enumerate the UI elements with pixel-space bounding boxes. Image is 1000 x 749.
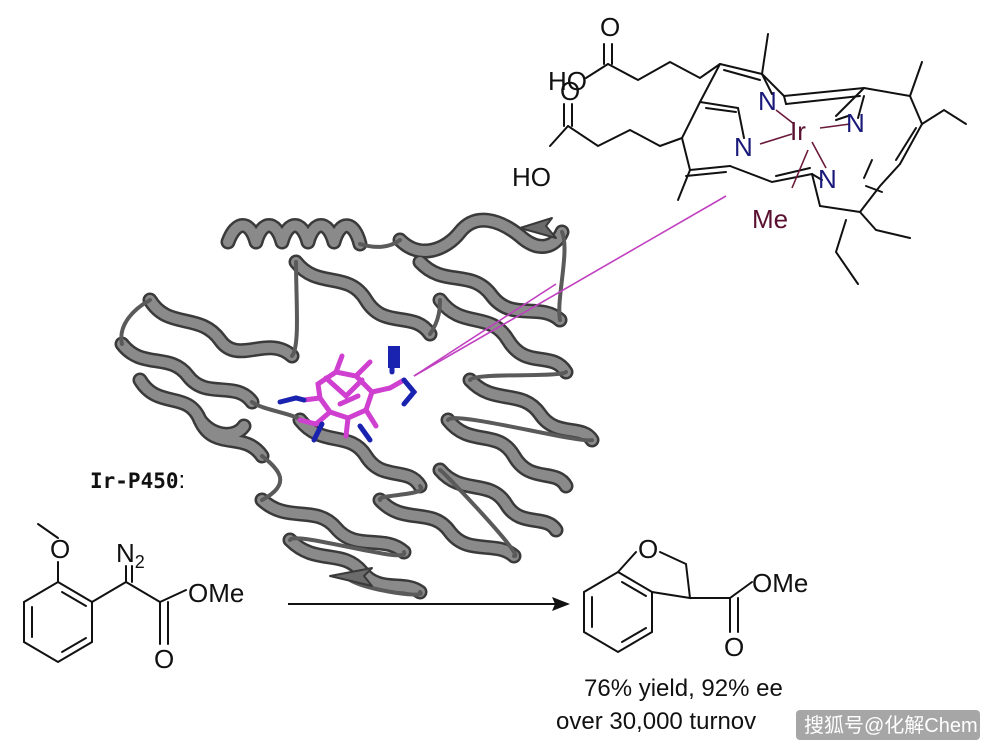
porphyrin-nitrogen-bottom: N	[818, 164, 837, 194]
protein-ribbon-structure	[114, 212, 600, 600]
product-ring-oxygen: O	[638, 534, 658, 564]
porphyrin-nitrogen-top: N	[758, 86, 777, 116]
substrate-ester-label: OMe	[188, 578, 244, 608]
watermark: 搜狐号@化解Chem	[796, 710, 980, 740]
substrate-carbonyl-oxygen: O	[154, 644, 174, 674]
diazo-nitrogen-label: N2	[116, 538, 145, 572]
result-turnover: over 30,000 turnov	[556, 708, 756, 735]
upper-hydroxyl-label: HO	[548, 66, 587, 96]
heme-cofactor-sticks	[277, 346, 418, 443]
lower-hydroxyl-label: HO	[512, 162, 551, 192]
substrate-ether-oxygen: O	[50, 534, 70, 564]
enzyme-label: Ir-P450:	[90, 467, 185, 494]
iridium-center: Ir	[790, 116, 806, 146]
cofactor-structure: O HO O HO N N N N Ir Me	[512, 12, 967, 285]
methyl-ligand-label: Me	[752, 204, 788, 234]
product-ester-label: OMe	[752, 568, 808, 598]
cofactor-pointer-lines	[413, 195, 727, 377]
upper-carbonyl-oxygen: O	[600, 12, 620, 42]
reaction-arrow	[288, 597, 570, 611]
substrate-structure: O N2 OMe O	[23, 523, 244, 674]
lower-carbonyl-oxygen: O	[560, 76, 580, 106]
porphyrin-nitrogen-right: N	[846, 108, 865, 138]
svg-text:搜狐号@化解Chem: 搜狐号@化解Chem	[804, 714, 978, 737]
porphyrin-nitrogen-left: N	[734, 132, 753, 162]
result-yield-ee: 76% yield, 92% ee	[584, 675, 783, 702]
product-structure: O OMe O	[583, 534, 808, 662]
product-carbonyl-oxygen: O	[724, 632, 744, 662]
